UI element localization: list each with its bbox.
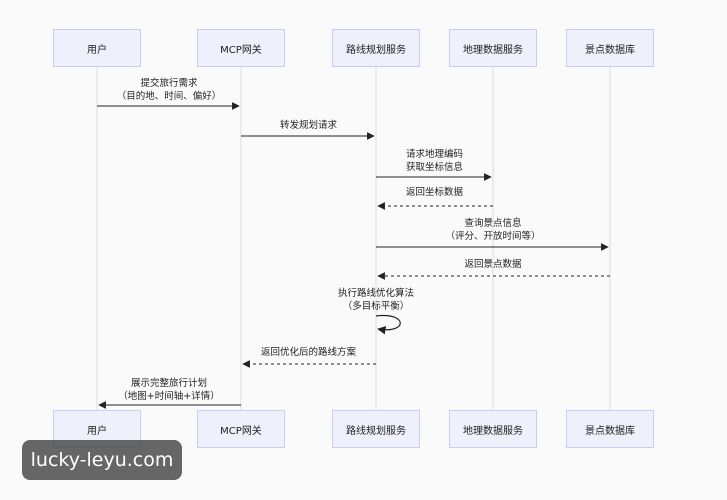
message-label-line: （评分、开放时间等） bbox=[445, 231, 541, 242]
message-label: 转发规划请求 bbox=[280, 119, 337, 132]
participant-route-bottom: 路线规划服务 bbox=[332, 410, 420, 448]
message-label-line: 返回优化后的路线方案 bbox=[260, 347, 357, 358]
message-label-line: 转发规划请求 bbox=[279, 120, 338, 131]
message-label-line: 返回景点数据 bbox=[464, 259, 522, 270]
participant-geo-top: 地理数据服务 bbox=[449, 29, 537, 67]
message-label-line: （地图+时间轴+详情） bbox=[118, 391, 220, 402]
participant-user-top: 用户 bbox=[53, 29, 141, 67]
message-label-line: 查询景点信息 bbox=[464, 218, 522, 229]
message-label: 返回坐标数据 bbox=[406, 186, 463, 199]
participant-route-top: 路线规划服务 bbox=[332, 29, 420, 67]
watermark: lucky-leyu.com bbox=[22, 440, 182, 480]
message-label: 执行路线优化算法 （多目标平衡） bbox=[338, 287, 414, 313]
message-label: 提交旅行需求 （目的地、时间、偏好） bbox=[117, 77, 222, 103]
message-label-line: 执行路线优化算法 bbox=[337, 288, 415, 299]
participant-gateway-top: MCP网关 bbox=[197, 29, 285, 67]
message-label-line: （多目标平衡） bbox=[342, 301, 410, 312]
message-label-line: 获取坐标信息 bbox=[405, 162, 464, 173]
message-label: 返回景点数据 bbox=[464, 258, 521, 271]
message-label-line: 展示完整旅行计划 bbox=[130, 378, 208, 389]
message-label-line: （目的地、时间、偏好） bbox=[116, 91, 222, 102]
message-label-line: 提交旅行需求 bbox=[140, 78, 198, 89]
message-label-line: 返回坐标数据 bbox=[405, 187, 464, 198]
message-label: 请求地理编码获取坐标信息 bbox=[406, 148, 463, 174]
self-message-arrow bbox=[375, 314, 401, 335]
message-label: 查询景点信息 （评分、开放时间等） bbox=[445, 217, 540, 243]
participant-poi-bottom: 景点数据库 bbox=[566, 410, 654, 448]
participant-poi-top: 景点数据库 bbox=[566, 29, 654, 67]
participant-geo-bottom: 地理数据服务 bbox=[449, 410, 537, 448]
message-label-line: 请求地理编码 bbox=[405, 149, 464, 160]
message-label: 返回优化后的路线方案 bbox=[261, 346, 356, 359]
message-label: 展示完整旅行计划 （地图+时间轴+详情） bbox=[118, 377, 219, 403]
participant-gateway-bottom: MCP网关 bbox=[197, 410, 285, 448]
